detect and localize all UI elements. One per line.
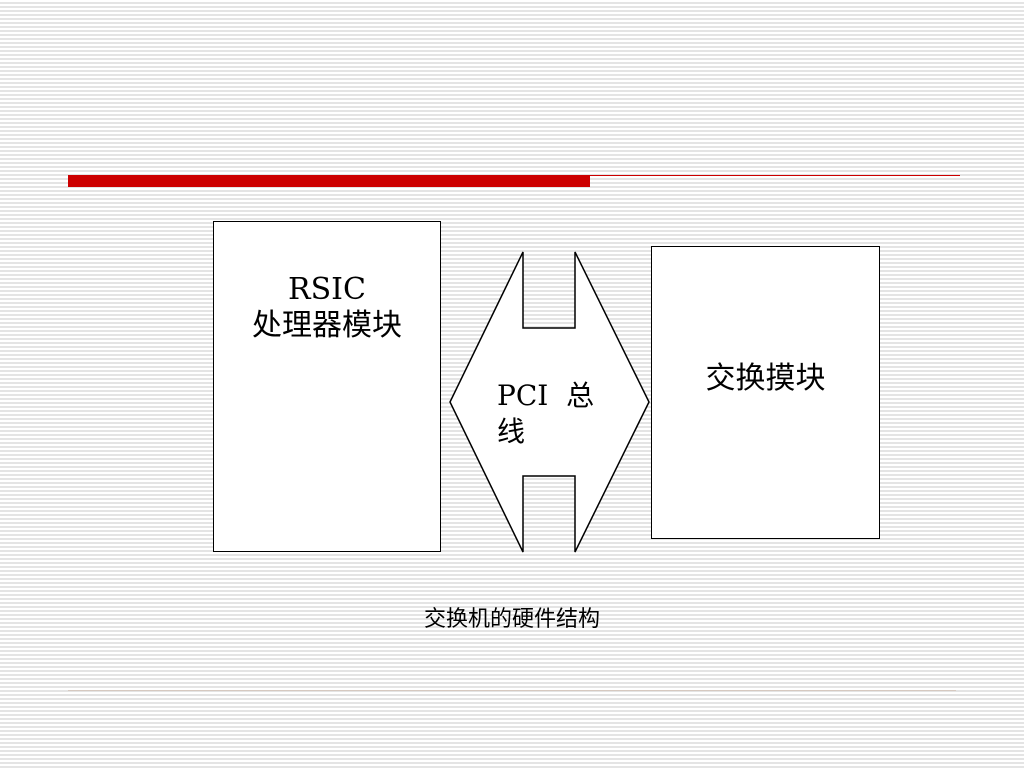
rsic-processor-module-label: RSIC 处理器模块 [214,272,440,344]
pci-bus-label-line2: 线 [497,415,526,448]
switch-module-label-text: 交换摸块 [705,361,826,396]
pci-bus-label: PCI 总 线 [497,378,617,450]
diagram-caption: 交换机的硬件结构 [423,607,600,632]
rsic-label-line1: RSIC [288,272,366,307]
accent-bar-thick [68,175,590,187]
pci-bus-arrow [449,251,650,553]
footer-rule [68,690,956,691]
pci-bus-arrow-shape [449,251,650,553]
switch-module-label: 交换摸块 [652,361,879,397]
switch-module-box: 交换摸块 [651,246,880,539]
rsic-processor-module-box: RSIC 处理器模块 [213,221,441,552]
rsic-label-line2: 处理器模块 [252,308,402,343]
accent-bar-thin [590,175,960,176]
pci-bus-label-line1: PCI 总 [497,379,595,412]
